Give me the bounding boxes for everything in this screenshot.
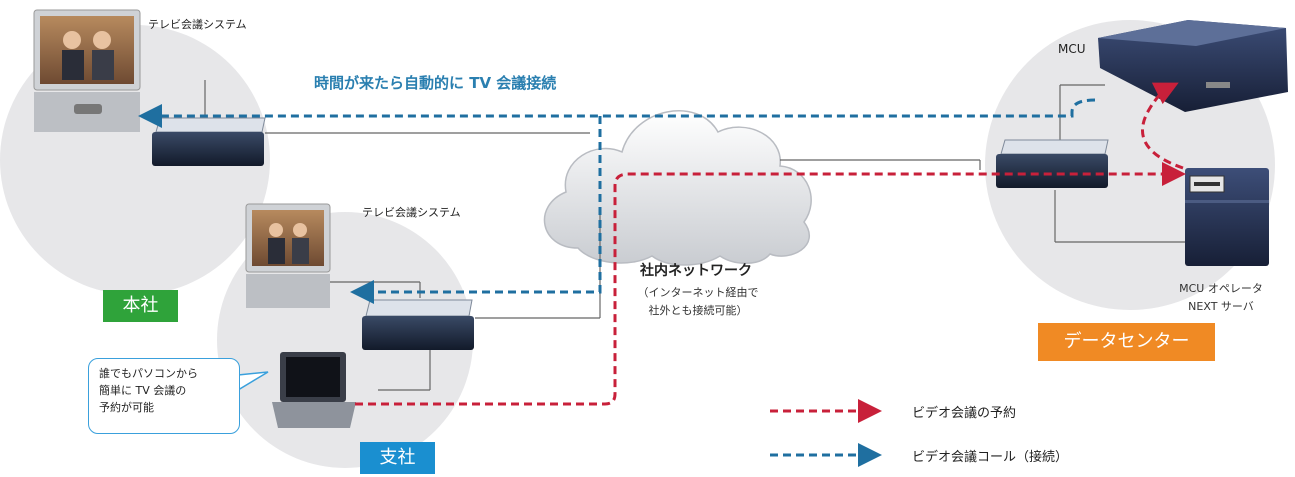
mcu-label: MCU <box>1058 42 1086 56</box>
branch-switch-icon <box>362 299 474 350</box>
callout-line1: 誰でもパソコンから <box>99 367 198 380</box>
legend-reservation-label: ビデオ会議の予約 <box>912 406 1017 421</box>
mcu-device-icon <box>1098 20 1288 112</box>
callout-line2: 簡単に TV 会議の <box>99 384 187 397</box>
callout-line3: 予約が可能 <box>99 401 154 414</box>
video-call-path <box>138 98 1096 304</box>
server-label: MCU オペレータ NEXT サーバ <box>1166 280 1276 316</box>
branch-laptop-icon <box>272 352 356 428</box>
auto-connect-headline: 時間が来たら自動的に TV 会議接続 <box>314 74 557 92</box>
honsha-badge: 本社 <box>103 290 178 322</box>
legend-call-label: ビデオ会議コール（接続） <box>912 450 1069 465</box>
hq-switch-icon <box>152 117 266 166</box>
branch-tv-system-icon <box>245 203 331 308</box>
shisha-badge: 支社 <box>360 442 435 474</box>
intranet-note: （インターネット経由で 社外とも接続可能） <box>628 284 768 320</box>
datacenter-badge: データセンター <box>1038 323 1215 361</box>
pc-reservation-callout: 誰でもパソコンから 簡単に TV 会議の 予約が可能 <box>88 358 240 434</box>
hq-tv-system-label: テレビ会議システム <box>148 18 247 31</box>
next-server-icon <box>1185 168 1269 266</box>
server-label-line2: NEXT サーバ <box>1188 300 1254 313</box>
hq-tv-system-icon <box>33 9 141 132</box>
intranet-note-line1: （インターネット経由で <box>637 286 759 299</box>
branch-tv-system-label: テレビ会議システム <box>362 206 461 219</box>
datacenter-switch-icon <box>996 139 1109 188</box>
intranet-cloud <box>543 110 812 266</box>
intranet-note-line2: 社外とも接続可能） <box>648 304 748 317</box>
server-label-line1: MCU オペレータ <box>1179 282 1263 295</box>
intranet-title: 社内ネットワーク <box>640 263 752 279</box>
reservation-path <box>355 82 1186 406</box>
